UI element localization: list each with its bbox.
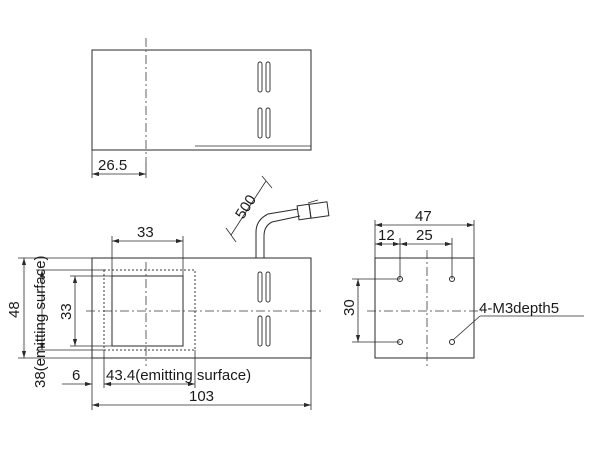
dimension-47: 47 <box>374 208 475 258</box>
dimension-500: 500 <box>225 175 273 243</box>
dimension-12-25: 12 25 <box>375 227 453 279</box>
top-view: 26.5 <box>91 38 312 178</box>
dim-12-label: 12 <box>378 227 395 244</box>
dimension-43-4-emitting: 43.4(emitting surface) <box>104 350 251 388</box>
cable-with-connector <box>255 199 330 258</box>
side-view: 47 12 25 30 4-M3depth5 <box>341 208 584 366</box>
dim-47-label: 47 <box>415 208 432 225</box>
dim-33-v-label: 33 <box>58 303 75 320</box>
top-view-vent-slots <box>257 61 271 139</box>
top-view-body <box>91 49 312 151</box>
mounting-holes <box>397 276 455 345</box>
dim-26-5-label: 26.5 <box>98 157 127 174</box>
dimension-33-horizontal: 33 <box>111 224 184 276</box>
dimension-30: 30 <box>341 278 400 343</box>
dimension-103: 103 <box>92 358 312 410</box>
front-view: 500 33 48 38(emitting surface) 3 <box>6 175 330 410</box>
dimension-26-5: 26.5 <box>91 150 147 178</box>
front-view-body <box>91 257 312 359</box>
hole-callout: 4-M3depth5 <box>452 300 584 341</box>
dim-43-4-label: 43.4(emitting surface) <box>106 367 251 384</box>
emitting-surface-outline <box>103 269 196 351</box>
side-view-body <box>374 257 475 359</box>
dim-103-label: 103 <box>189 388 214 405</box>
dim-33-h-label: 33 <box>137 224 154 241</box>
dimension-33-vertical: 33 <box>58 275 112 347</box>
dimension-38-emitting: 38(emitting surface) <box>32 255 104 388</box>
dim-38-label: 38(emitting surface) <box>32 255 49 388</box>
dim-6-label: 6 <box>72 367 80 384</box>
dim-48-label: 48 <box>6 301 23 318</box>
dim-30-label: 30 <box>341 299 358 316</box>
mounting-hole <box>449 339 455 345</box>
hole-callout-label: 4-M3depth5 <box>479 300 559 317</box>
dimension-48: 48 <box>6 257 92 359</box>
front-view-vent-slots <box>257 271 271 347</box>
dim-25-label: 25 <box>416 227 433 244</box>
dimension-6: 6 <box>62 350 112 410</box>
